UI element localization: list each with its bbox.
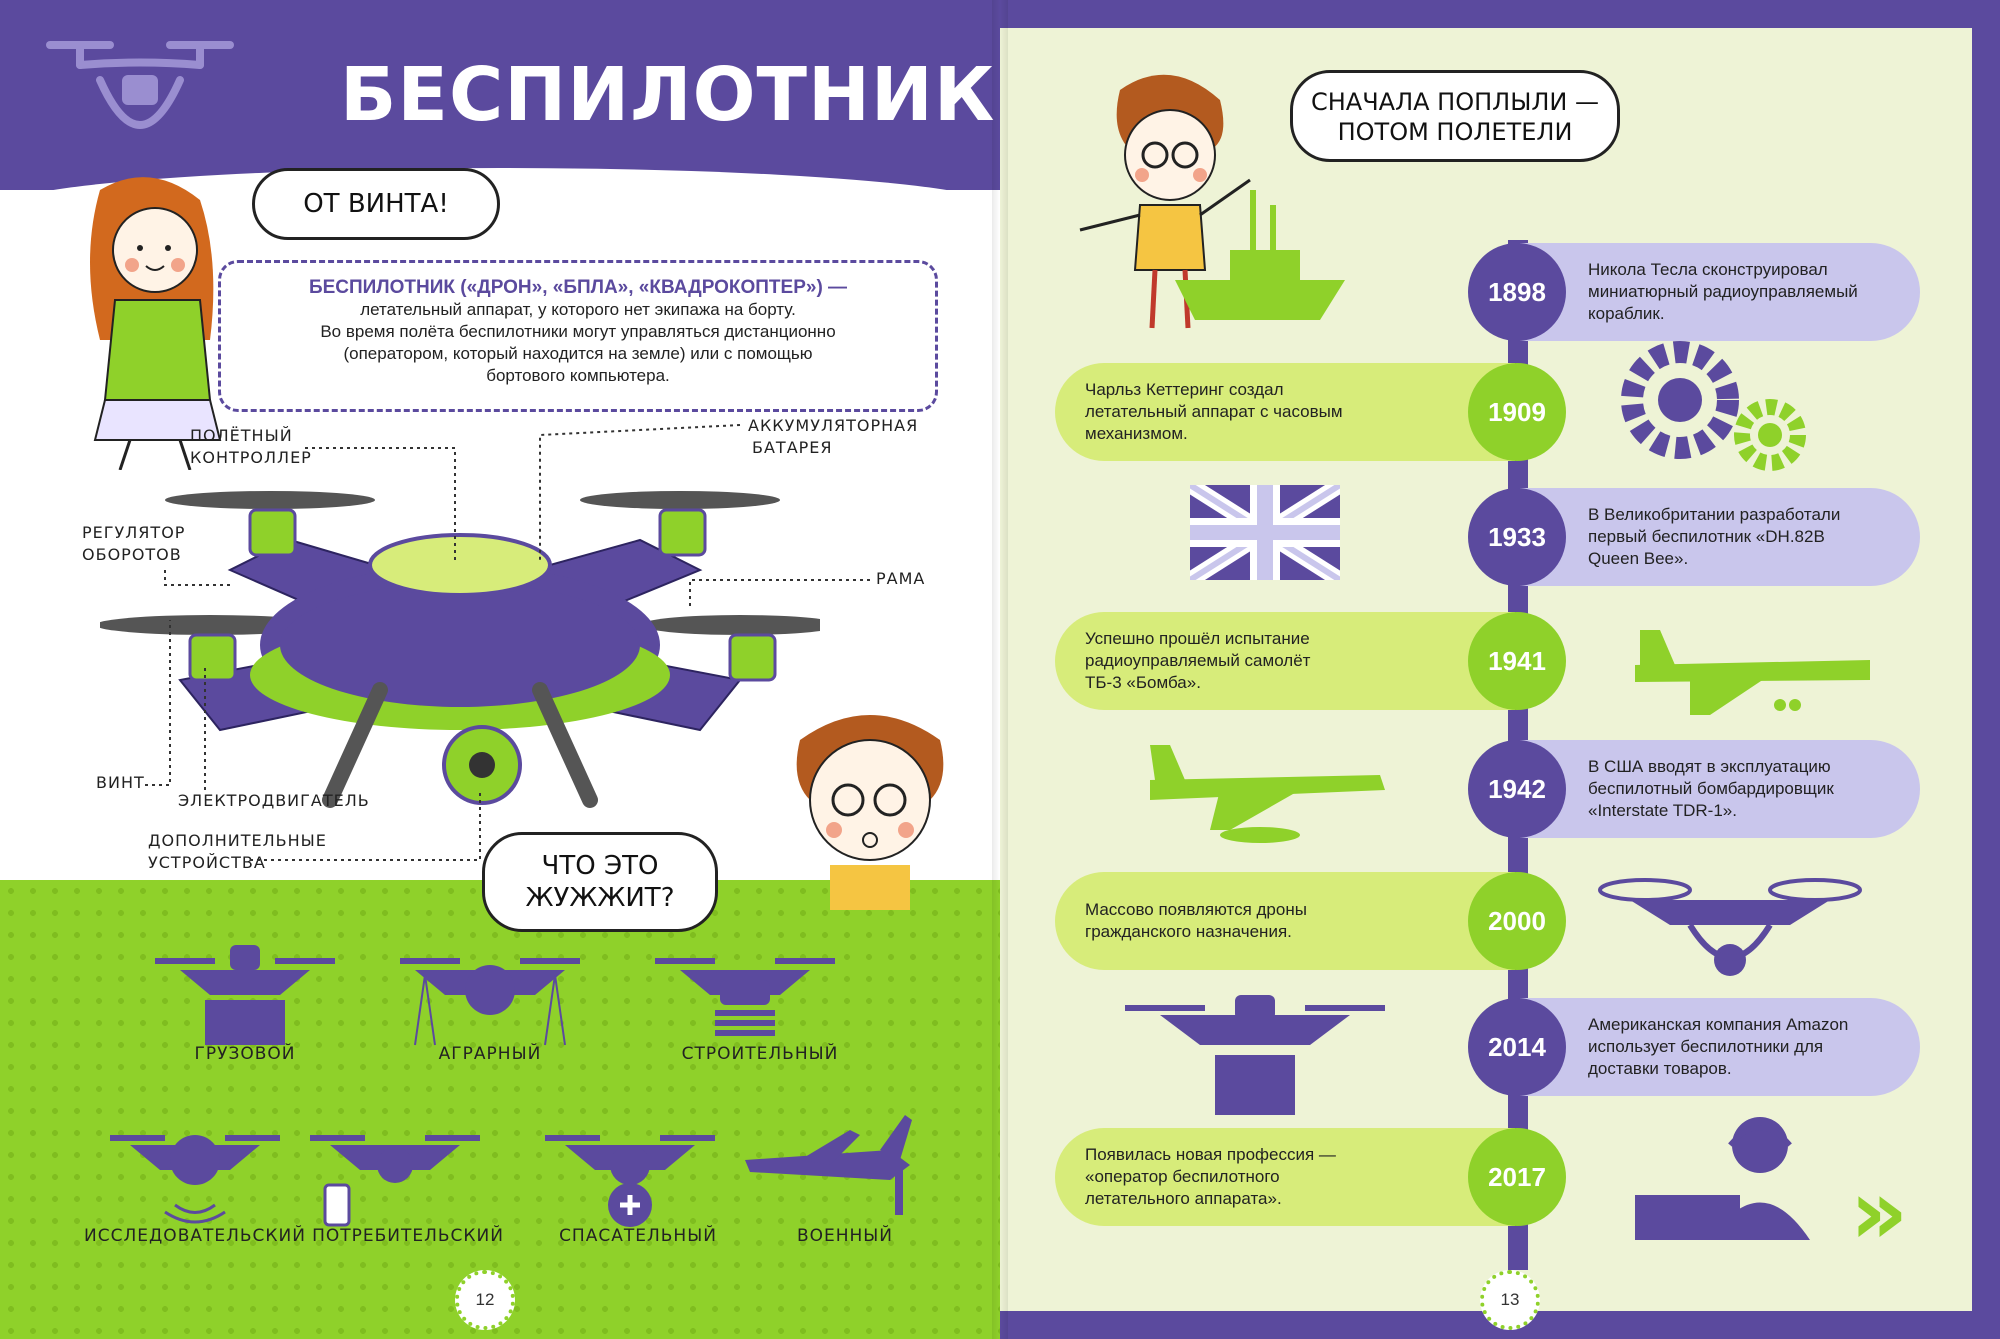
next-page-arrow-icon[interactable]: » (1850, 1160, 1909, 1265)
drone-type-label: ВОЕННЫЙ (796, 1226, 894, 1246)
page-number: 12 (455, 1270, 515, 1330)
timeline-year: 1941 (1468, 612, 1566, 710)
boat-icon (1175, 190, 1345, 320)
page-number: 13 (1480, 1270, 1540, 1330)
definition-term: БЕСПИЛОТНИК («ДРОН», «БПЛА», «КВАДРОКОПТ… (308, 277, 848, 298)
delivery-drone-icon (1125, 995, 1385, 1115)
civil-drone-icon (1598, 878, 1862, 976)
drone-type-label: СПАСАТЕЛЬНЫЙ (559, 1226, 717, 1246)
consumer-drone-icon (310, 1135, 480, 1227)
gears-icon (1621, 341, 1806, 471)
agrarian-drone-icon (400, 958, 580, 1046)
operator-icon (1635, 1117, 1810, 1240)
header-drone-icon (46, 41, 234, 129)
drone-type-label: ГРУЗОВОЙ (194, 1044, 296, 1064)
rescue-drone-icon (545, 1135, 715, 1227)
definition-line: (оператором, который находится на земле)… (343, 344, 813, 363)
label-propeller: ВИНТ (96, 773, 145, 792)
main-drone-illustration (100, 491, 820, 808)
plane-icon (1635, 630, 1870, 715)
timeline-event-2017: Появилась новая профессия —«оператор бес… (1055, 1128, 1515, 1226)
uk-flag-icon (1190, 485, 1340, 580)
right-page: СНАЧАЛА ПОПЛЫЛИ — ПОТОМ ПОЛЕТЕЛИ Никола … (1000, 0, 2000, 1339)
cargo-drone-icon (155, 945, 335, 1045)
waving-boy-illustration (1079, 74, 1251, 329)
label-extra-devices: ДОПОЛНИТЕЛЬНЫЕ УСТРОЙСТВА (148, 831, 327, 872)
label-motor: ЭЛЕКТРОДВИГАТЕЛЬ (178, 791, 370, 810)
label-speed-regulator: РЕГУЛЯТОР ОБОРОТОВ (82, 523, 186, 564)
timeline-year: 1933 (1468, 488, 1566, 586)
label-battery: АККУМУЛЯТОРНАЯ БАТАРЕЯ (748, 416, 919, 457)
page-title: БЕСПИЛОТНИКИ (340, 52, 1000, 138)
book-gutter (992, 0, 1008, 1339)
definition-line: бортового компьютера. (486, 366, 670, 385)
definition-box: БЕСПИЛОТНИК («ДРОН», «БПЛА», «КВАДРОКОПТ… (218, 260, 938, 412)
drone-type-label: ПОТРЕБИТЕЛЬСКИЙ (312, 1226, 504, 1246)
speech-bubble-right: СНАЧАЛА ПОПЛЫЛИ — ПОТОМ ПОЛЕТЕЛИ (1290, 70, 1620, 162)
drone-types-area (0, 880, 1000, 1339)
leader-lines (145, 424, 870, 861)
speech-bubble-girl: ОТ ВИНТА! (252, 168, 500, 240)
timeline-year: 1942 (1468, 740, 1566, 838)
timeline-year: 2017 (1468, 1128, 1566, 1226)
construction-drone-icon (655, 958, 835, 1036)
timeline-year: 1898 (1468, 243, 1566, 341)
drone-type-label: ИССЛЕДОВАТЕЛЬСКИЙ (84, 1226, 306, 1246)
timeline-year: 2000 (1468, 872, 1566, 970)
left-page: БЕСПИЛОТНИКИ ОТ ВИНТА! БЕСПИЛОТНИК («ДРО… (0, 0, 1000, 1339)
timeline-year: 2014 (1468, 998, 1566, 1096)
speech-bubble-boy: ЧТО ЭТО ЖУЖЖИТ? (482, 832, 718, 932)
label-frame: РАМА (876, 569, 926, 588)
definition-line: Во время полёта беспилотники могут управ… (320, 322, 836, 341)
definition-line: летательный аппарат, у которого нет экип… (360, 300, 796, 319)
bomber-icon (1150, 745, 1385, 843)
boy-illustration (796, 715, 944, 910)
left-header-band (0, 0, 1000, 208)
label-flight-controller: ПОЛЁТНЫЙ КОНТРОЛЛЕР (190, 426, 312, 467)
military-drone-icon (745, 1115, 912, 1215)
girl-illustration (90, 177, 222, 470)
timeline-year: 1909 (1468, 363, 1566, 461)
drone-type-label: СТРОИТЕЛЬНЫЙ (681, 1044, 839, 1064)
research-drone-icon (110, 1135, 280, 1224)
drone-type-label: АГРАРНЫЙ (438, 1044, 542, 1064)
